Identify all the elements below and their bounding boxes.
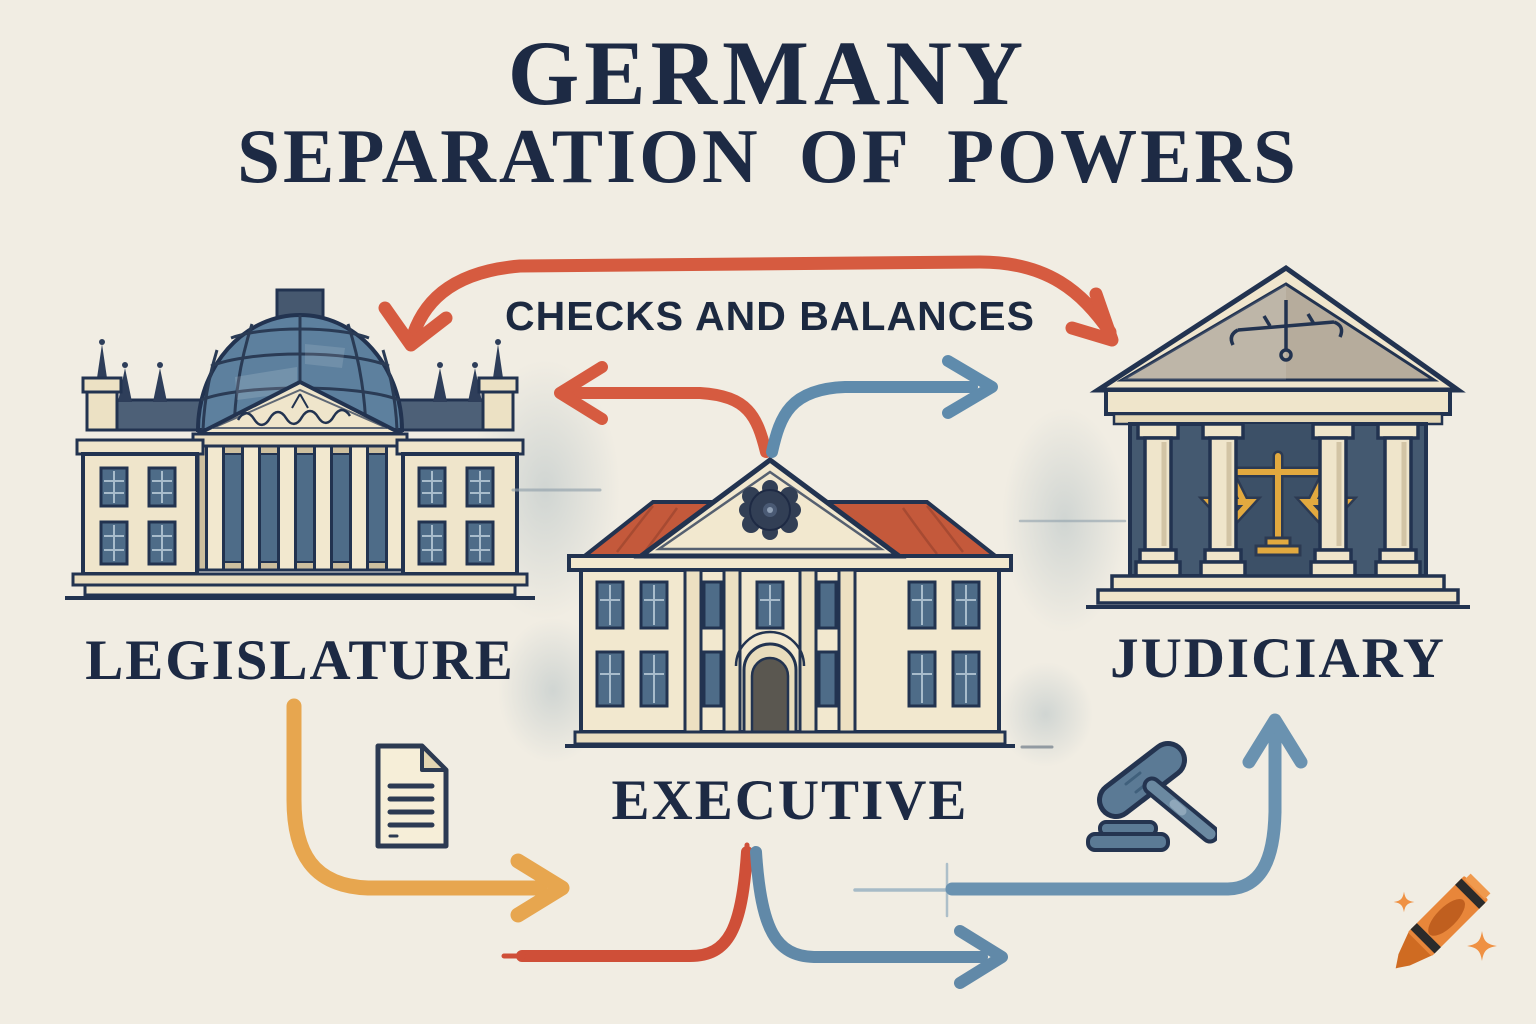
inscription-scribble bbox=[236, 408, 352, 427]
windows bbox=[595, 580, 981, 708]
gavel-icon bbox=[1086, 741, 1217, 852]
checks-arc-arrow-red bbox=[378, 255, 1119, 352]
executive-label: EXECUTIVE bbox=[611, 769, 969, 832]
title-country: GERMANY bbox=[507, 22, 1029, 124]
corner-tower-left bbox=[81, 339, 123, 432]
pilasters bbox=[683, 568, 857, 734]
executive-to-judiciary-arrow-blue bbox=[766, 355, 998, 458]
pediment bbox=[633, 456, 907, 559]
document-icon bbox=[375, 743, 449, 849]
columns bbox=[1134, 422, 1422, 578]
checks-and-balances-label: CHECKS AND BALANCES bbox=[505, 293, 1035, 339]
bottom-up-to-judiciary-arrow-blue bbox=[853, 713, 1308, 918]
legislature-label: LEGISLATURE bbox=[85, 629, 515, 692]
bottom-up-to-executive-line-red bbox=[501, 842, 753, 962]
corner-tower-right bbox=[477, 339, 519, 432]
craiyon-logo bbox=[1393, 873, 1497, 969]
base-steps bbox=[1086, 574, 1470, 609]
scales-relief bbox=[1229, 300, 1344, 362]
pediment bbox=[1089, 264, 1466, 393]
base-steps bbox=[565, 730, 1015, 748]
background-wash bbox=[998, 662, 1093, 767]
judiciary-building-illustration bbox=[1086, 264, 1470, 609]
executive-building-illustration bbox=[565, 456, 1015, 748]
entrance-door bbox=[734, 630, 806, 734]
colonnade bbox=[191, 432, 409, 572]
legislature-bottom-arrow-yellow bbox=[286, 698, 570, 923]
executive-to-legislature-arrow-red bbox=[554, 361, 772, 458]
title-subject: SEPARATION OF POWERS bbox=[237, 113, 1299, 199]
executive-bottom-arrow-blue bbox=[750, 846, 1008, 989]
sketch-lines bbox=[511, 488, 1127, 749]
judiciary-label: JUDICIARY bbox=[1110, 627, 1446, 690]
coat-of-arms-emblem bbox=[739, 480, 801, 540]
wing-right bbox=[395, 438, 525, 576]
legislature-building-illustration bbox=[65, 288, 535, 600]
glass-dome bbox=[195, 288, 405, 432]
base-steps bbox=[65, 572, 535, 600]
wing-left bbox=[75, 438, 205, 576]
sparkle-icon bbox=[1393, 891, 1497, 961]
